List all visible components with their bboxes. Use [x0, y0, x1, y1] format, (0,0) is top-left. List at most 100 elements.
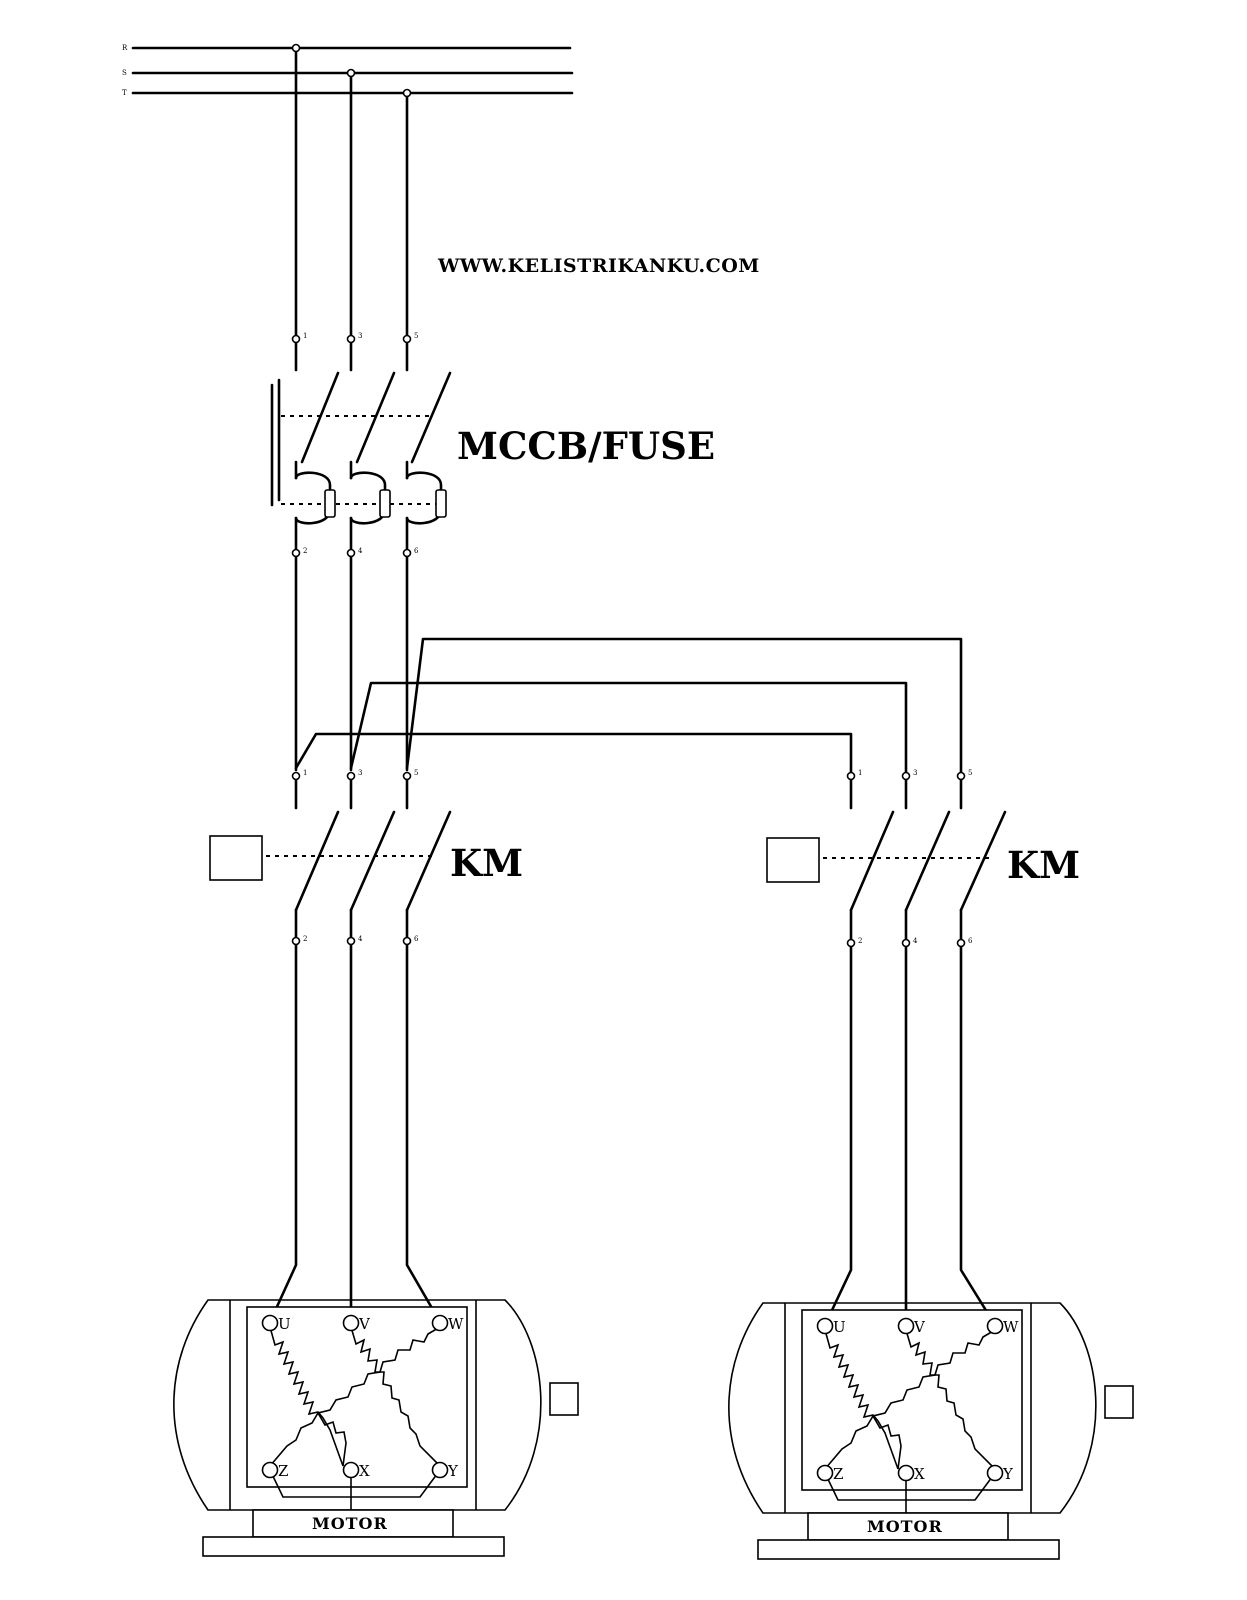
- contactor-2-label: KM: [1007, 843, 1080, 887]
- branch-wire-1: [294, 732, 853, 774]
- motor-2-housing: [728, 1302, 1097, 1514]
- contactor-2-label-6: 6: [968, 937, 973, 945]
- motor-1-terminal-v: [342, 1314, 360, 1332]
- contactor-1-label-1: 1: [303, 769, 307, 777]
- contactor-1-label-5: 5: [414, 769, 418, 777]
- motor-1-winding-u: [269, 1326, 344, 1467]
- motor-2-label-v: V: [913, 1318, 926, 1336]
- contactor-1-terminal-2: [291, 936, 301, 946]
- motor-2: MOTOR U V W Z X Y: [728, 1302, 1134, 1560]
- breaker-terminal-4: [346, 548, 356, 558]
- mccb-fuse: 1 3 5 2 4 6 MCCB/FUS: [270, 332, 715, 558]
- bus-bars: R S T: [122, 43, 574, 98]
- contactor-2-terminal-6: [956, 938, 966, 948]
- breaker-terminal-3: [346, 334, 356, 344]
- breaker-blade-1: [300, 371, 340, 464]
- bus-label-s: S: [122, 69, 127, 77]
- motor-2-shaft: [1104, 1385, 1134, 1419]
- bus-tap-s: [346, 68, 356, 78]
- motor-1-label-x: X: [359, 1462, 370, 1480]
- motor-1-nameplate: [252, 1509, 454, 1538]
- motor-1-base: [202, 1536, 505, 1557]
- breaker-label: MCCB/FUSE: [457, 424, 715, 468]
- contactor-2-terminal-2: [846, 938, 856, 948]
- motor-2-label-w: W: [1003, 1318, 1019, 1336]
- contactor-2-coil: [766, 837, 820, 883]
- contactor-2-terminal-3: [901, 771, 911, 781]
- branch-wiring: [294, 555, 963, 774]
- website-label: WWW.KELISTRIKANKU.COM: [437, 255, 760, 277]
- contactor-1-label-6: 6: [414, 935, 419, 943]
- motor-2-label: MOTOR: [867, 1517, 943, 1536]
- motor-1-winding-v: [350, 1326, 441, 1467]
- breaker-blade-3: [355, 371, 396, 464]
- contactor-1-label-4: 4: [358, 935, 363, 943]
- motor-1-terminal-x: [342, 1461, 360, 1479]
- motor-2-terminal-v: [897, 1317, 915, 1335]
- feed-wires: [294, 50, 409, 337]
- motor-2-base: [757, 1539, 1060, 1560]
- motor-2-label-x: X: [914, 1465, 925, 1483]
- motor-1-label-v: V: [358, 1315, 371, 1333]
- breaker-terminal-6: [402, 548, 412, 558]
- motor-2-terminal-x: [897, 1464, 915, 1482]
- breaker-terminal-1: [291, 334, 301, 344]
- breaker-blade-5: [410, 371, 452, 464]
- bus-tap-t: [402, 88, 412, 98]
- motor-2-terminal-z: [816, 1464, 834, 1482]
- branch-wire-3: [349, 681, 908, 774]
- motor-2-feeders: [823, 945, 997, 1327]
- motor-1-label: MOTOR: [312, 1514, 388, 1533]
- breaker-terminal-label-5: 5: [414, 332, 418, 340]
- motor-2-terminal-u: [816, 1317, 834, 1335]
- breaker-terminal-2: [291, 548, 301, 558]
- motor-1-label-w: W: [448, 1315, 464, 1333]
- contactor-2-label-1: 1: [858, 769, 862, 777]
- contactor-2-label-2: 2: [858, 937, 862, 945]
- motor-2-winding-u: [824, 1329, 899, 1470]
- motor-1-feeders: [268, 943, 442, 1324]
- contactor-2-terminal-1: [846, 771, 856, 781]
- contactor-1-coil: [209, 835, 263, 881]
- motor-1: MOTOR U V W Z X Y: [173, 1299, 579, 1557]
- motor-1-shaft: [549, 1382, 579, 1416]
- bus-label-r: R: [122, 44, 128, 52]
- contactor-2-label-3: 3: [913, 769, 917, 777]
- motor-1-terminal-z: [261, 1461, 279, 1479]
- contactor-1-terminal-5: [402, 771, 412, 781]
- contactor-1-label-3: 3: [358, 769, 362, 777]
- motor-2-winding-v: [905, 1329, 996, 1470]
- contactor-2-terminal-5: [956, 771, 966, 781]
- motor-1-label-z: Z: [278, 1462, 288, 1480]
- contactor-2-terminal-4: [901, 938, 911, 948]
- contactor-1-label: KM: [450, 841, 523, 885]
- motor-2-label-u: U: [833, 1318, 846, 1336]
- contactor-1-terminal-6: [402, 936, 412, 946]
- motor-1-label-y: Y: [447, 1462, 459, 1480]
- breaker-terminal-label-6: 6: [414, 547, 419, 555]
- motor-1-terminal-u: [261, 1314, 279, 1332]
- motor-2-label-z: Z: [833, 1465, 843, 1483]
- contactor-1: 1 3 5 2 4 6 KM: [209, 769, 523, 946]
- breaker-terminal-label-4: 4: [358, 547, 363, 555]
- motor-1-label-u: U: [278, 1315, 291, 1333]
- contactor-2-label-4: 4: [913, 937, 918, 945]
- contactor-1-terminal-3: [346, 771, 356, 781]
- breaker-terminal-label-1: 1: [303, 332, 307, 340]
- motor-2-terminal-w: [986, 1317, 1004, 1335]
- bus-tap-r: [291, 43, 301, 53]
- motor-1-terminal-y: [431, 1461, 449, 1479]
- contactor-2: 1 3 5 2 4 6 KM: [766, 769, 1080, 948]
- bus-label-t: T: [122, 89, 127, 97]
- contactor-2-label-5: 5: [968, 769, 972, 777]
- branch-wire-5: [405, 637, 963, 774]
- motor-1-terminal-w: [431, 1314, 449, 1332]
- contactor-1-label-2: 2: [303, 935, 307, 943]
- breaker-terminal-5: [402, 334, 412, 344]
- contactor-1-terminal-4: [346, 936, 356, 946]
- breaker-terminal-label-3: 3: [358, 332, 362, 340]
- motor-2-winding-w: [824, 1329, 996, 1470]
- motor-1-housing: [173, 1299, 542, 1511]
- motor-2-terminal-y: [986, 1464, 1004, 1482]
